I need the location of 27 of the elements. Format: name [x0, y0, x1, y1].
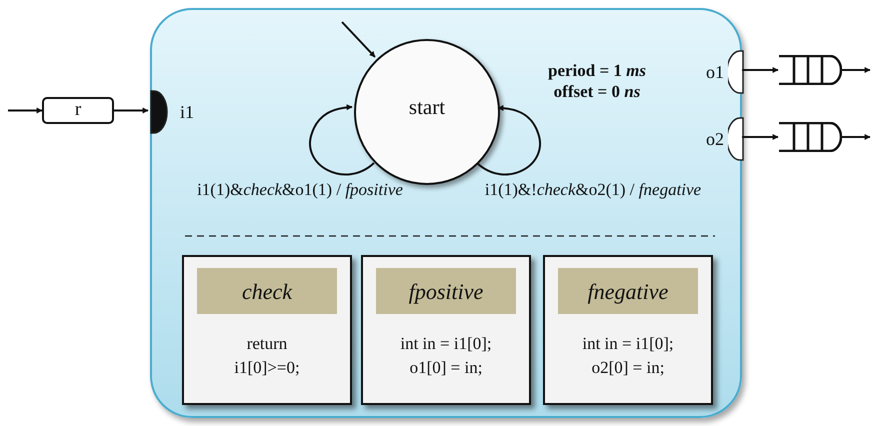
function-box	[361, 255, 531, 405]
arrow	[742, 67, 779, 73]
self-loop-arrow	[476, 105, 541, 176]
function-box	[543, 255, 713, 405]
port-label: o2	[706, 130, 724, 148]
code-text: int in = i1[0]; o2[0] = in;	[581, 333, 675, 379]
queue-symbol	[778, 122, 842, 152]
timing-label: offset = 0 ns	[554, 81, 640, 102]
arrow	[842, 134, 871, 140]
port-label: i1	[180, 103, 194, 121]
code-text: int in = i1[0]; o1[0] = in;	[399, 333, 493, 379]
register-box: r	[42, 97, 114, 124]
arrow	[742, 134, 779, 140]
arrow	[842, 67, 871, 73]
function-box	[182, 255, 352, 405]
arrow	[8, 108, 43, 114]
function-name: fnegative	[558, 268, 698, 314]
port-label: o1	[706, 63, 724, 81]
arrow	[341, 21, 376, 58]
function-name: fpositive	[376, 268, 516, 314]
self-loop-arrow	[309, 104, 375, 176]
component-container	[150, 8, 742, 418]
queue-symbol	[778, 55, 842, 85]
arrow	[114, 108, 149, 114]
code-text: return i1[0]>=0;	[233, 333, 301, 379]
timing-label: period = 1 ms	[548, 60, 646, 81]
function-name: check	[197, 268, 337, 314]
